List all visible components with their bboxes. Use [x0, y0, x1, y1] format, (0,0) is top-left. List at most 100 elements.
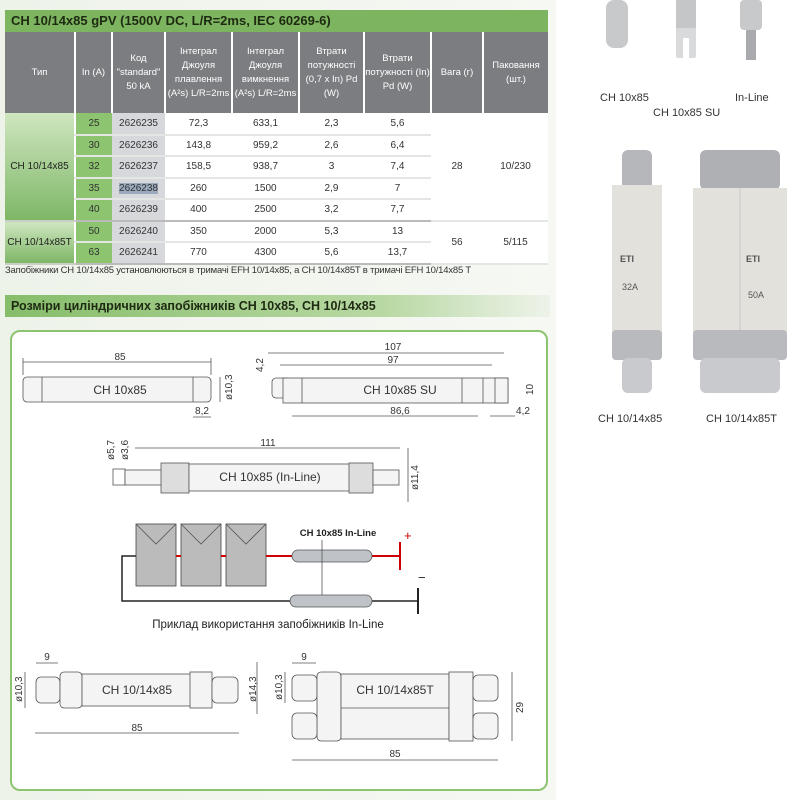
column-header: Паковання (шт.) [482, 32, 548, 113]
cell: 2626235 [112, 113, 165, 136]
cell: 72,3 [165, 113, 232, 136]
dim-d1: ø10,3 [274, 674, 285, 700]
photo-label: CH 10x85 [600, 92, 649, 104]
cell: 6,4 [364, 134, 431, 157]
type-cell: CH 10/14x85 [5, 113, 75, 222]
cell: 2626238 [112, 177, 165, 200]
cell: 5,3 [299, 220, 364, 243]
photo-label: CH 10x85 SU [653, 107, 721, 119]
cell: 2,3 [299, 113, 364, 136]
example-caption: Приклад використання запобіжників In-Lin… [152, 619, 384, 631]
cell: 400 [165, 199, 232, 222]
pack-cell: 10/230 [483, 113, 548, 222]
dim-height: 29 [515, 701, 526, 713]
table-title: CH 10/14x85 gPV (1500V DC, L/R=2ms, IEC … [5, 10, 548, 32]
label: CH 10x85 SU [363, 383, 436, 397]
cell: 158,5 [165, 156, 232, 179]
in-line-example: CH 10x85 In-Line + − Приклад використанн… [121, 523, 426, 631]
plus-sign: + [404, 528, 412, 543]
cell: 32 [74, 156, 112, 179]
cell: 2000 [232, 220, 299, 243]
cell: 13 [364, 220, 431, 243]
dimension-drawings: 85 CH 10x85 8,2 ø10,3 107 97 CH 10x85 SU… [14, 342, 536, 761]
cell: 143,8 [165, 134, 232, 157]
cell: 30 [74, 134, 112, 157]
eti-logo: ETI [620, 254, 634, 264]
dim-length: 85 [389, 749, 401, 760]
cell: 2626240 [112, 220, 165, 243]
drawing-ch10x85: 85 CH 10x85 8,2 ø10,3 [22, 352, 235, 418]
photo-label: CH 10/14x85 [598, 413, 663, 425]
column-header: Код "standard" 50 kA [111, 32, 165, 113]
cell: 7,4 [364, 156, 431, 179]
cell: 938,7 [232, 156, 299, 179]
column-header: Вага (г) [430, 32, 483, 113]
column-header: Інтеграл Джоуля плавлення (A²s) L/R=2ms [164, 32, 232, 113]
dim-d2: ø14,3 [248, 676, 259, 702]
weight-cell: 28 [431, 113, 483, 222]
cell: 2,9 [299, 177, 364, 200]
cell: 63 [74, 242, 112, 265]
dim-total: 107 [385, 342, 402, 353]
label: CH 10x85 [93, 383, 147, 397]
holder-note: Запобіжники CH 10/14x85 установлюються в… [5, 265, 471, 276]
weight-cell: 56 [431, 220, 483, 265]
cell: 260 [165, 177, 232, 200]
drawing-ch10-14x85t: 9 CH 10/14x85T 85 ø10,3 29 [274, 652, 526, 761]
type-cell: CH 10/14x85T [5, 220, 75, 265]
cell: 2626236 [112, 134, 165, 157]
cell: 770 [165, 242, 232, 265]
column-header: Інтеграл Джоуля вимкнення (A²s) L/R=2ms [231, 32, 299, 113]
label: CH 10/14x85T [356, 683, 434, 697]
dim-length: 111 [260, 438, 276, 449]
photo-ch10-14x85t: ETI 50A [693, 150, 787, 393]
dim-length: 85 [131, 723, 143, 734]
column-header: Втрати потужності (In) Pd (W) [363, 32, 431, 113]
cell: 5,6 [299, 242, 364, 265]
dim-d1: ø10,3 [14, 676, 25, 702]
cell: 7 [364, 177, 431, 200]
drawing-ch10-14x85: 9 CH 10/14x85 85 ø10,3 ø14,3 [14, 652, 259, 734]
cell: 2626241 [112, 242, 165, 265]
label: CH 10/14x85 [102, 683, 172, 697]
cell: 5,6 [364, 113, 431, 136]
cell: 2626239 [112, 199, 165, 222]
label: CH 10x85 (In-Line) [219, 470, 320, 484]
column-header: Тип [5, 32, 75, 113]
dim-slot-height: 4,2 [255, 358, 266, 372]
rating-mark: 32A [622, 282, 638, 292]
minus-sign: − [418, 570, 426, 585]
in-line-label: CH 10x85 In-Line [300, 528, 377, 539]
dim-height: 10 [525, 383, 536, 395]
dim-d2: ø3,6 [120, 440, 131, 460]
cell: 1500 [232, 177, 299, 200]
cell: 2626237 [112, 156, 165, 179]
cell: 3 [299, 156, 364, 179]
dim-length: 85 [114, 352, 126, 363]
selected-text: 2626238 [119, 182, 158, 194]
photo-label: CH 10/14x85T [706, 413, 777, 425]
photo-ch10x85 [606, 0, 628, 48]
rating-mark: 50A [748, 290, 764, 300]
cell: 350 [165, 220, 232, 243]
photo-ch10x85-su [676, 0, 696, 58]
cell: 2,6 [299, 134, 364, 157]
dim-cap: 9 [44, 652, 50, 663]
dim-d1: ø5,7 [106, 440, 117, 460]
photo-in-line [740, 0, 762, 60]
dim-body: 86,6 [390, 406, 410, 417]
cell: 50 [74, 220, 112, 243]
cell: 4300 [232, 242, 299, 265]
drawing-ch10x85-su: 107 97 CH 10x85 SU 86,6 4,2 4,2 10 [255, 342, 536, 417]
cell: 3,2 [299, 199, 364, 222]
section-title: Розміри циліндричних запобіжників CH 10x… [5, 295, 550, 317]
dim-cap: 9 [301, 652, 307, 663]
column-header: In (A) [74, 32, 112, 113]
dim-dia: ø11,4 [410, 465, 421, 490]
